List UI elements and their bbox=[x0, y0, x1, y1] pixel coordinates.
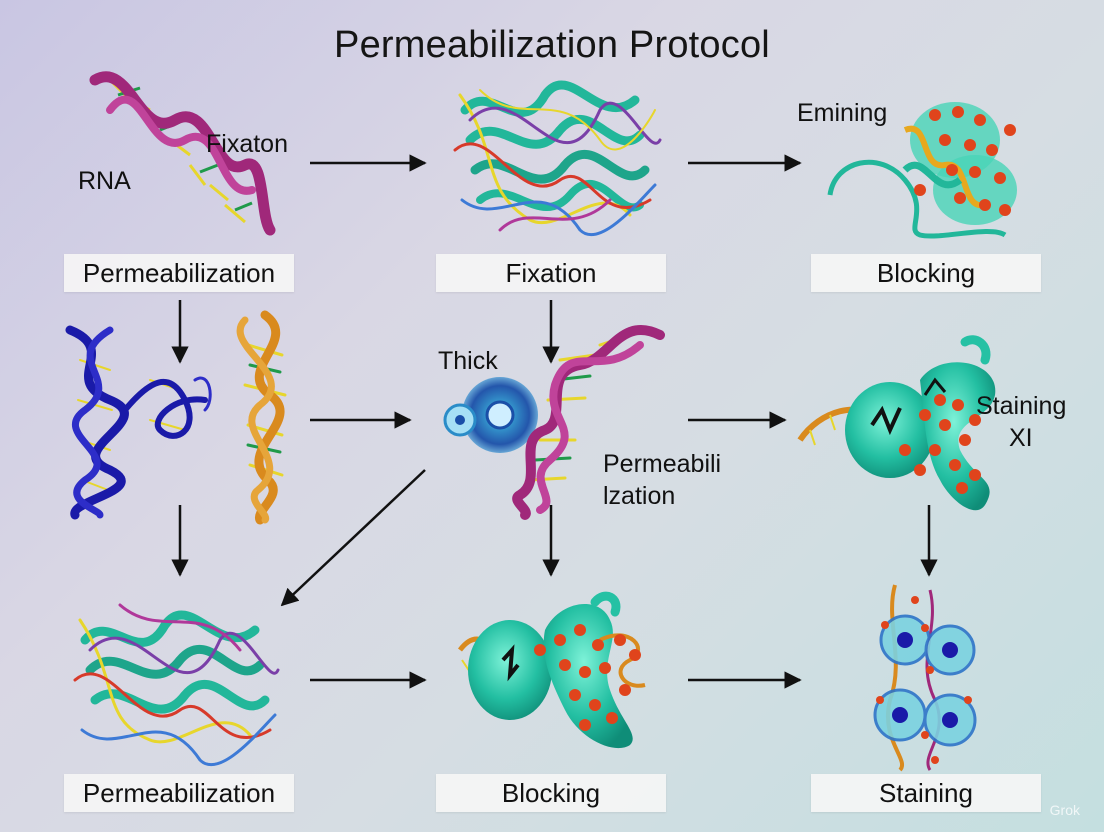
staining-protein-mid bbox=[797, 335, 996, 511]
thick-cell-illustration bbox=[443, 377, 538, 453]
step-label-r3c2: Blocking bbox=[436, 774, 666, 812]
emining-annotation: Emining bbox=[797, 99, 888, 127]
staining-line2: XI bbox=[1009, 424, 1033, 452]
diagram-title: Permeabilization Protocol bbox=[334, 24, 770, 66]
grok-watermark: Grok bbox=[1049, 802, 1080, 818]
blocking-protein-top bbox=[827, 102, 1017, 239]
step-label-r1c2: Fixation bbox=[436, 254, 666, 292]
thick-annotation: Thick bbox=[438, 347, 498, 375]
rna-annotation: RNA bbox=[78, 167, 131, 195]
permeabili-line1: Permeabili bbox=[603, 450, 722, 478]
step-label-r3c3: Staining bbox=[811, 774, 1041, 812]
staining-annotation: Staining XI bbox=[976, 390, 1066, 454]
fixaton-annotation: Fixaton bbox=[206, 130, 288, 158]
step-label-r1c1: Permeabilization bbox=[64, 254, 294, 292]
permeabili-annotation: Permeabili lzation bbox=[603, 448, 721, 512]
stained-cells-illustration bbox=[873, 584, 977, 772]
blocking-protein-bottom bbox=[458, 591, 646, 749]
rna-helix-illustration bbox=[89, 71, 276, 236]
permeabilization-helix-mid bbox=[512, 324, 665, 520]
fixed-protein-tangle-top bbox=[453, 80, 662, 237]
arrow-diagonal bbox=[280, 469, 426, 607]
orange-helix-illustration bbox=[236, 310, 287, 525]
blue-helix-illustration bbox=[65, 325, 212, 520]
step-label-r3c1: Permeabilization bbox=[64, 774, 294, 812]
fixed-protein-tangle-bottom bbox=[73, 603, 280, 767]
flow-arrows bbox=[171, 154, 938, 689]
step-label-r1c3: Blocking bbox=[811, 254, 1041, 292]
staining-line1: Staining bbox=[976, 392, 1067, 420]
permeabili-line2: lzation bbox=[603, 482, 676, 510]
